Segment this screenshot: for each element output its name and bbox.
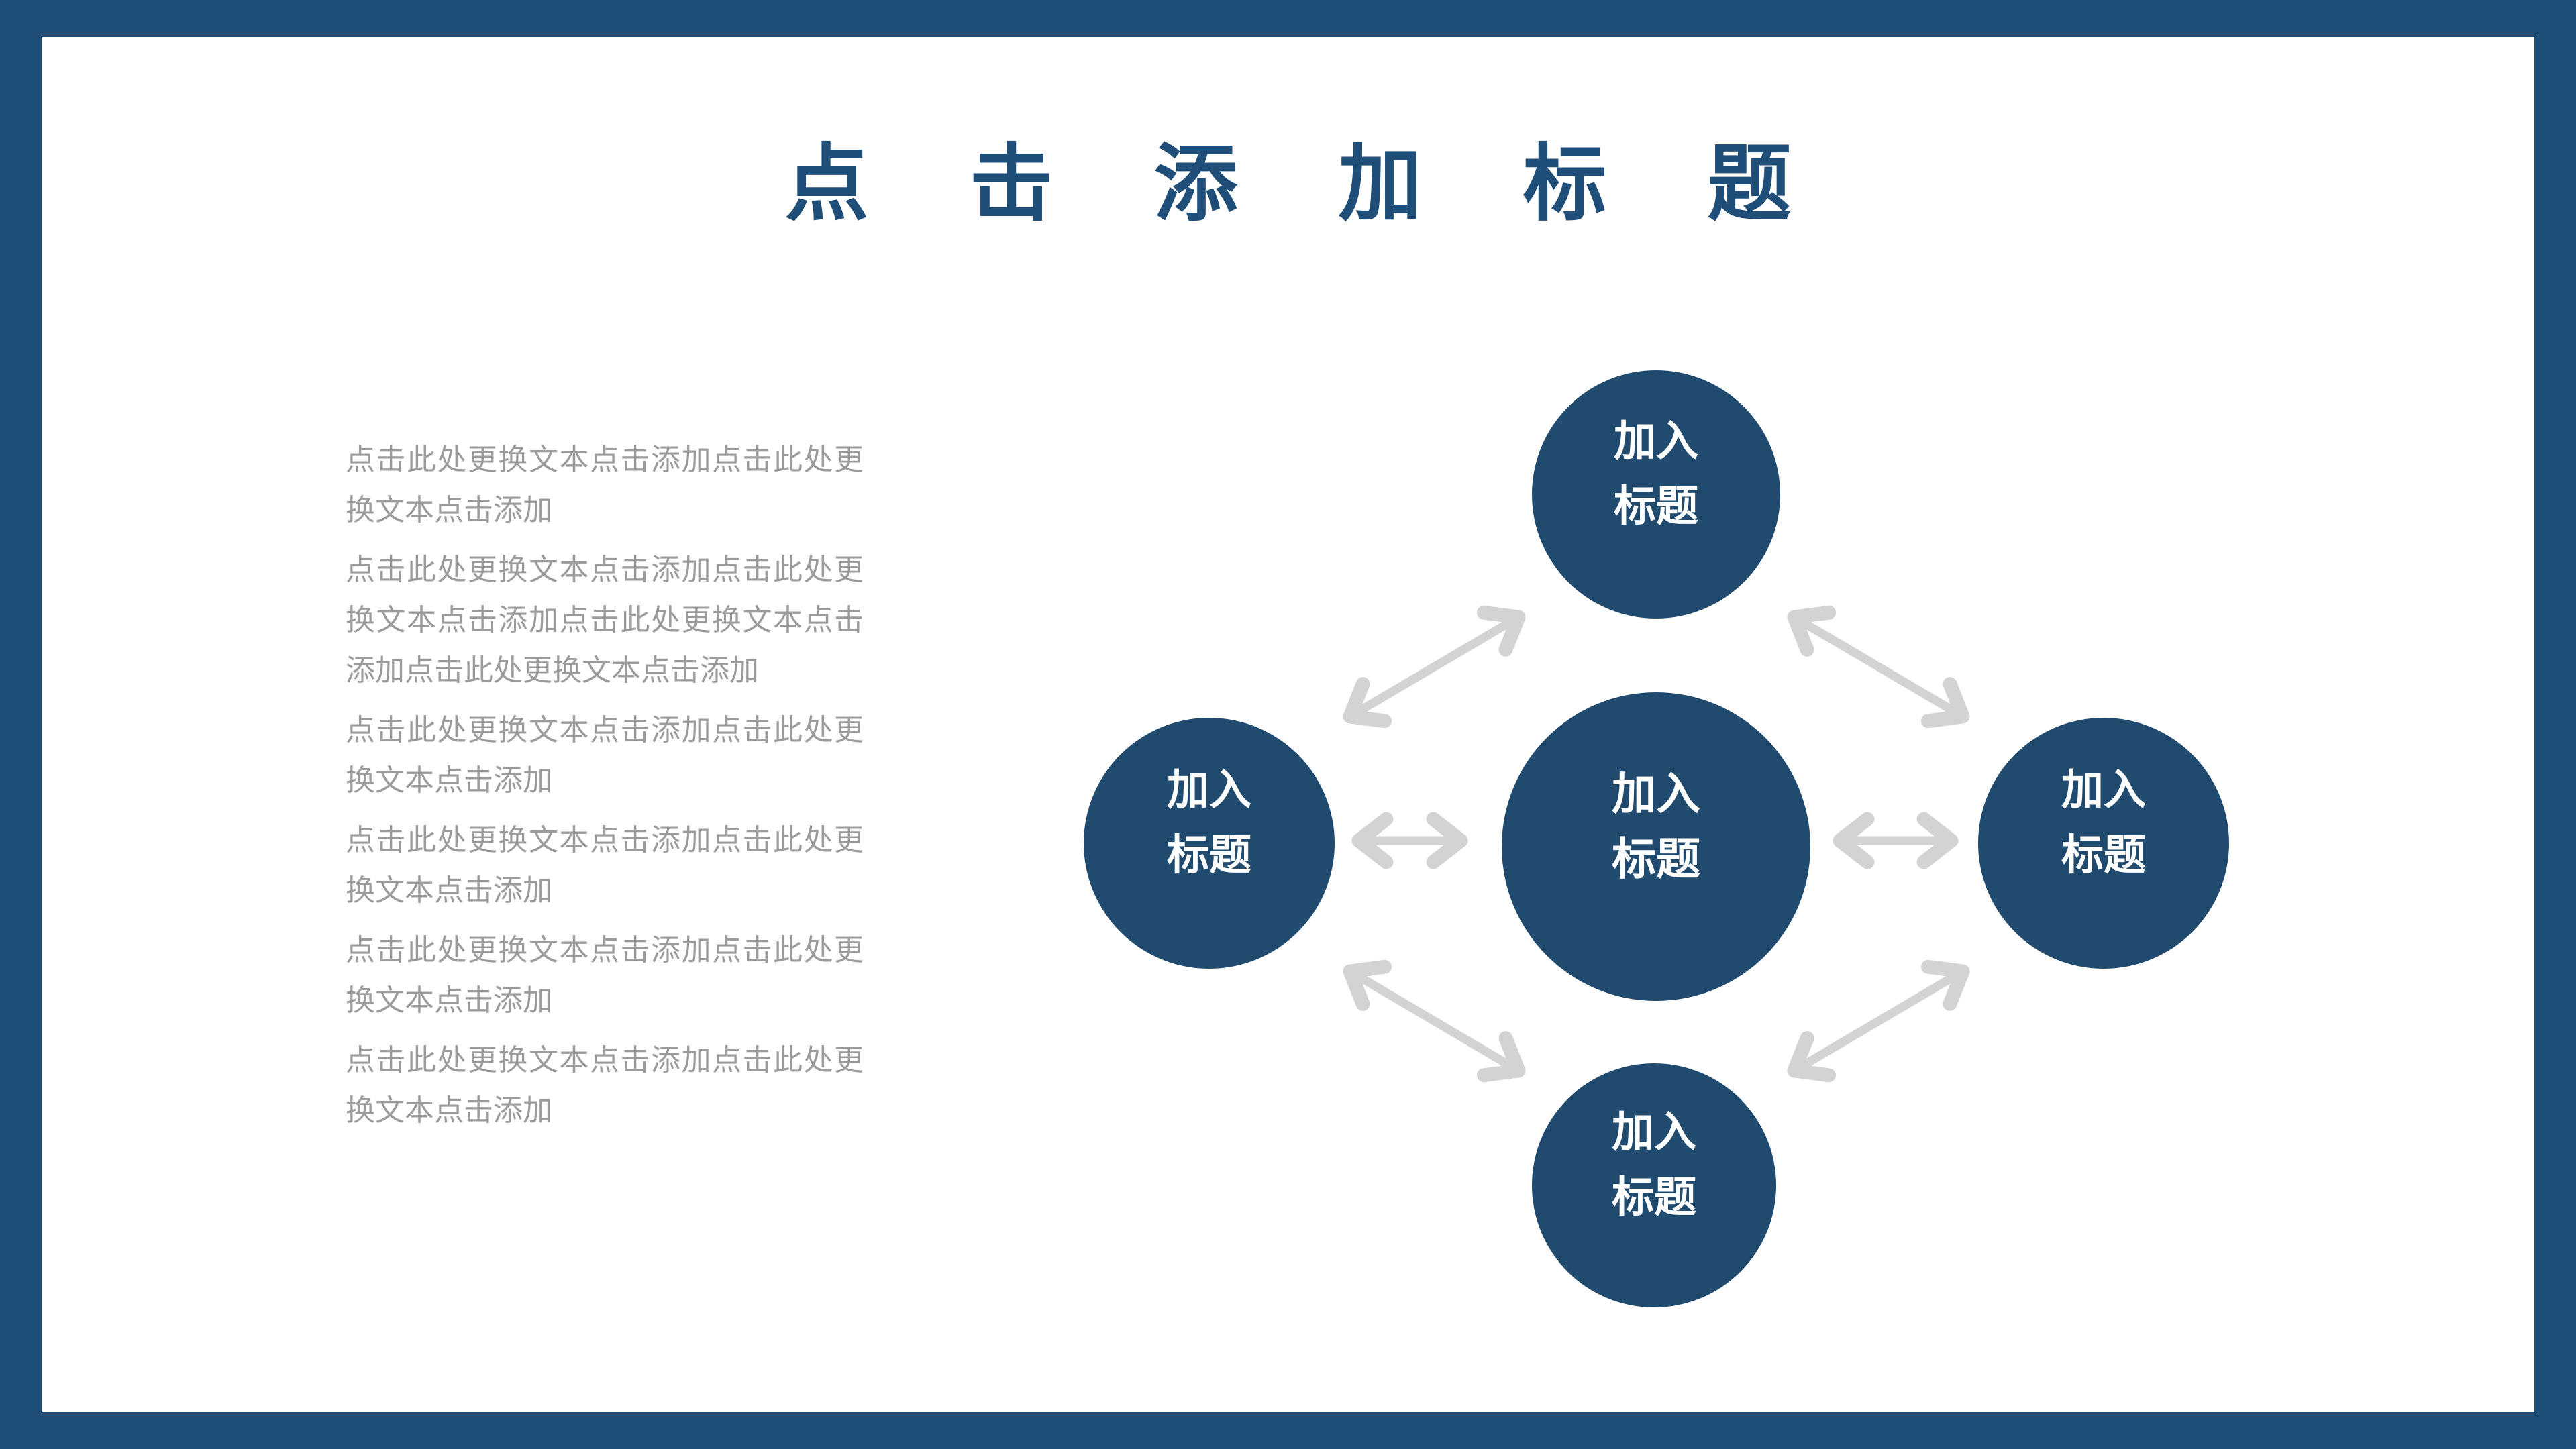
body-text-placeholder[interactable]: 点击此处更换文本点击添加点击此处更换文本点击添加 点击此处更换文本点击添加点击此… <box>346 435 864 1145</box>
diagram-node-top[interactable]: 加入 标题 <box>1532 370 1780 619</box>
node-label-line: 加入 <box>1614 418 1698 465</box>
diagram-node-bottom[interactable]: 加入 标题 <box>1532 1063 1776 1307</box>
node-label-line: 加入 <box>1167 767 1251 814</box>
placeholder-paragraph: 点击此处更换文本点击添加点击此处更换文本点击添加 <box>346 824 864 907</box>
node-label-line: 加入 <box>1612 1109 1696 1156</box>
placeholder-paragraph: 点击此处更换文本点击添加点击此处更换文本点击添加点击此处更换文本点击添加点击此处… <box>346 553 864 687</box>
diagram-node-left[interactable]: 加入 标题 <box>1084 718 1335 969</box>
diagram-node-right[interactable]: 加入 标题 <box>1978 718 2229 969</box>
node-label-line: 标题 <box>2061 832 2146 879</box>
node-label-line: 标题 <box>1614 483 1698 530</box>
placeholder-paragraph: 点击此处更换文本点击添加点击此处更换文本点击添加 <box>346 443 864 527</box>
placeholder-paragraph: 点击此处更换文本点击添加点击此处更换文本点击添加 <box>346 714 864 797</box>
slide-title-placeholder[interactable]: 点击添加标题 <box>784 138 1892 231</box>
placeholder-paragraph: 点击此处更换文本点击添加点击此处更换文本点击添加 <box>346 1044 864 1127</box>
node-label-line: 加入 <box>1612 769 1700 818</box>
placeholder-paragraph: 点击此处更换文本点击添加点击此处更换文本点击添加 <box>346 934 864 1017</box>
node-label-line: 标题 <box>1612 834 1700 883</box>
diagram-node-center[interactable]: 加入 标题 <box>1502 692 1810 1001</box>
node-label-line: 标题 <box>1167 832 1251 879</box>
node-label-line: 标题 <box>1612 1174 1696 1221</box>
node-label-line: 加入 <box>2061 767 2146 814</box>
